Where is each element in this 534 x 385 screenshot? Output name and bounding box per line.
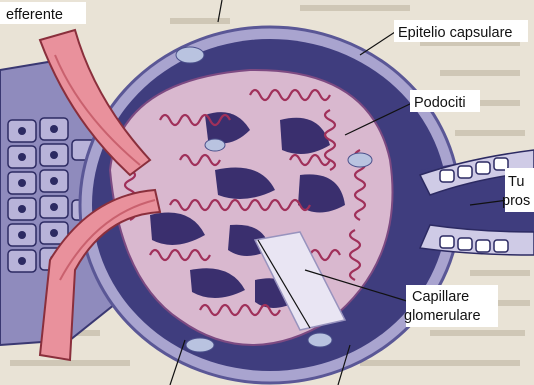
label-podociti: Podociti	[414, 95, 466, 111]
label-capillare-line1: Capillare	[412, 289, 469, 305]
label-tubule-1: Tu	[508, 174, 524, 190]
label-epitelio-capsulare: Epitelio capsulare	[398, 25, 512, 41]
label-tubule-2: pros	[502, 193, 530, 209]
label-efferente: efferente	[6, 7, 63, 23]
label-capillare-line2: glomerulare	[404, 308, 481, 324]
